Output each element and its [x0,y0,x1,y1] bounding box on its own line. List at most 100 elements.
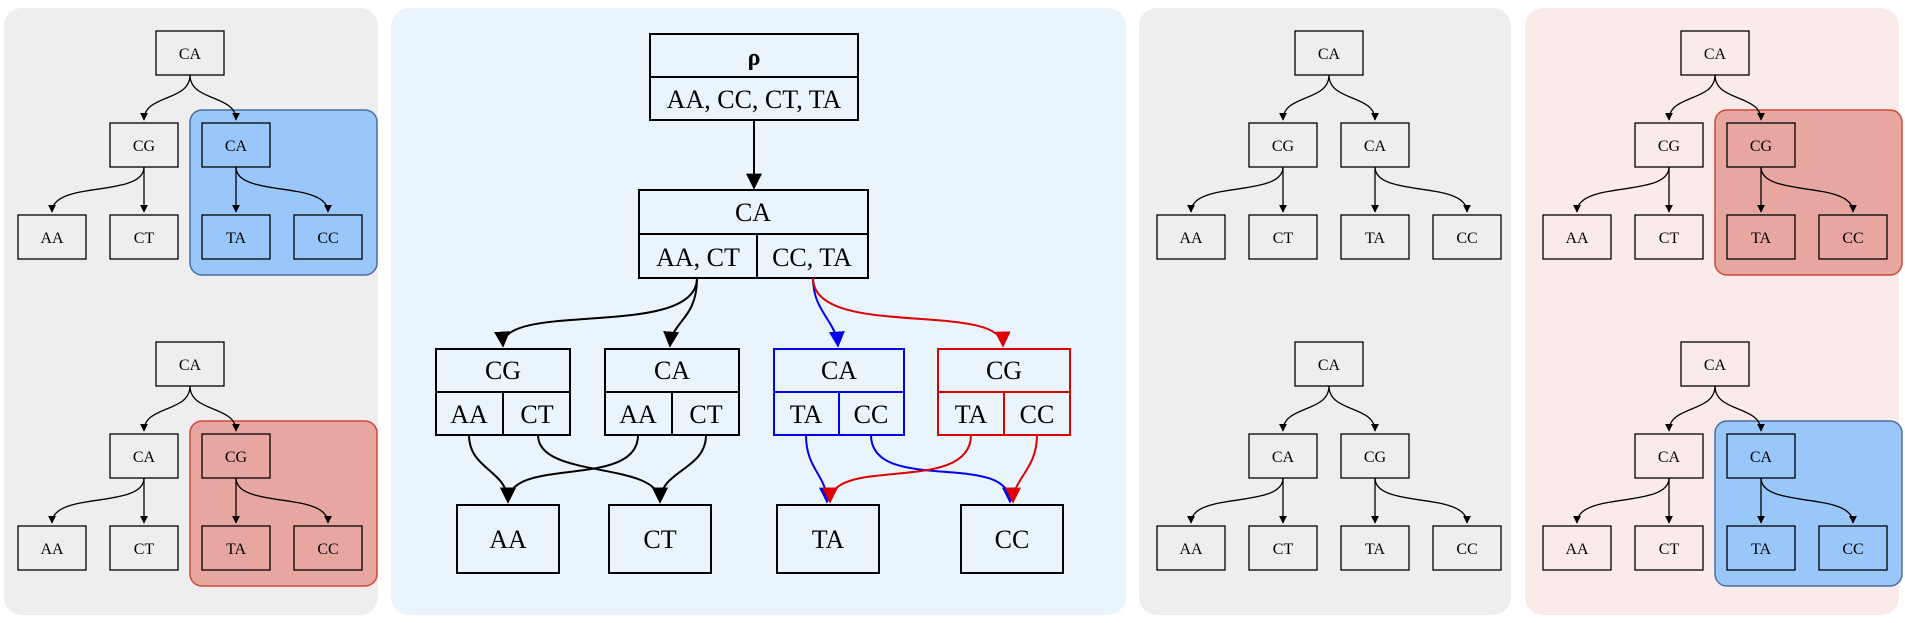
svg-text:CT: CT [643,525,676,554]
mini-right-node: CA [1726,433,1796,479]
mini-left-node: CG [1634,122,1704,168]
level2-blue-ca-left: TA [790,400,823,429]
svg-text:CC: CC [317,541,338,558]
svg-text:CG: CG [225,449,248,466]
mini-right-node: CG [1726,122,1796,168]
svg-text:AA: AA [1565,541,1589,558]
right-gray-panel [1139,8,1511,615]
svg-text:CA: CA [179,46,202,63]
mini-leaf-ll: AA [1542,214,1612,260]
svg-text:CC: CC [317,230,338,247]
highlight-box-red [189,420,378,587]
mini-edge-left-ll [1187,477,1284,524]
svg-text:CA: CA [1658,449,1681,466]
edge-red-cc-to-cc [1005,434,1038,504]
edge-ca-aa-to-aa [500,434,639,504]
mini-edge-right-rr [1374,477,1471,524]
mini-right-node: CG [1340,433,1410,479]
svg-text:CC: CC [1456,541,1477,558]
mini-edge-root-right [1714,385,1765,432]
main-ca-record-node: CA AA, CT CC, TA [638,189,869,279]
highlight-box-blue [189,109,378,276]
edge-ca-ct-to-ct [652,434,707,504]
highlight-box-red [1714,109,1903,276]
mini-leaf-rr: CC [1432,214,1502,260]
mini-left-node: CA [1634,433,1704,479]
mini-edge-left-ll [1573,477,1670,524]
mini-leaf-rl: TA [1340,525,1410,571]
mini-leaf-ll: AA [1542,525,1612,571]
mini-left-node: CG [1248,122,1318,168]
svg-text:TA: TA [812,525,845,554]
svg-text:CA: CA [1318,357,1341,374]
svg-text:CG: CG [1658,138,1681,155]
mini-root-node: CA [1680,30,1750,76]
svg-text:CA: CA [1704,46,1727,63]
highlight-box-blue [1714,420,1903,587]
mini-edge-left-ll [1573,166,1670,213]
level2-ca-right: CT [689,400,722,429]
svg-text:TA: TA [226,541,246,558]
svg-text:AA: AA [40,230,64,247]
mini-edge-root-left [1665,385,1716,432]
level2-blue-ca-right: CC [854,400,889,429]
main-ca-right: CC, TA [772,243,852,272]
mini-leaf-lr: CT [1634,214,1704,260]
mini-tree-3: CA CG CA AA CT TA CC [1156,30,1502,260]
mini-leaf-lr: CT [109,525,179,571]
svg-text:AA: AA [489,525,527,554]
svg-text:CA: CA [1364,138,1387,155]
leaf-ct: CT [608,504,712,574]
mini-left-node: CA [109,433,179,479]
mini-leaf-ll: AA [1156,214,1226,260]
mini-tree-4: CA CA CG AA CT TA CC [1156,341,1502,571]
svg-text:AA: AA [1179,541,1203,558]
mini-leaf-rr: CC [293,525,363,571]
root-items: AA, CC, CT, TA [667,85,842,114]
svg-text:CA: CA [1704,357,1727,374]
mini-leaf-rl: TA [1340,214,1410,260]
level2-node-red-cg: CG TA CC [937,348,1071,436]
leaf-aa: AA [456,504,560,574]
edge-ca-to-blue-ca [812,277,845,348]
mini-edge-root-right [189,74,240,121]
mini-leaf-lr: CT [1248,525,1318,571]
svg-text:CT: CT [134,230,155,247]
mini-edge-root-right [1328,385,1379,432]
level2-node-cg: CG AA CT [435,348,571,436]
svg-text:CA: CA [1750,449,1773,466]
svg-text:CC: CC [1842,541,1863,558]
svg-text:CG: CG [133,138,156,155]
main-ca-label: CA [735,198,771,227]
mini-leaf-rl: TA [201,525,271,571]
svg-text:CA: CA [225,138,248,155]
level2-ca-left: AA [619,400,657,429]
svg-text:CA: CA [1272,449,1295,466]
svg-text:CC: CC [995,525,1030,554]
mini-leaf-ll: AA [17,214,87,260]
svg-text:CA: CA [1318,46,1341,63]
edge-red-ta-to-ta [822,434,972,504]
mini-edge-root-left [140,385,191,432]
level2-blue-ca-label: CA [821,356,857,385]
mini-edge-root-left [1279,385,1330,432]
mini-root-node: CA [1294,341,1364,387]
mini-root-node: CA [155,30,225,76]
mini-leaf-lr: CT [1248,214,1318,260]
mini-edge-right-rr [235,166,332,213]
svg-text:CG: CG [1750,138,1773,155]
mini-leaf-rr: CC [1818,525,1888,571]
mini-root-node: CA [1294,30,1364,76]
level2-red-cg-right: CC [1020,400,1055,429]
mini-right-node: CG [201,433,271,479]
level2-node-ca: CA AA CT [604,348,740,436]
svg-text:CG: CG [1364,449,1387,466]
mini-left-node: CA [1248,433,1318,479]
mini-trees: CA CG CA AA CT TA CC CA CA CG AA CT TA CC CA CG CA AA CT TA… [17,30,1903,587]
svg-text:AA: AA [1565,230,1589,247]
mini-right-node: CA [201,122,271,168]
mini-leaf-rl: TA [201,214,271,260]
mini-leaf-rl: TA [1726,525,1796,571]
